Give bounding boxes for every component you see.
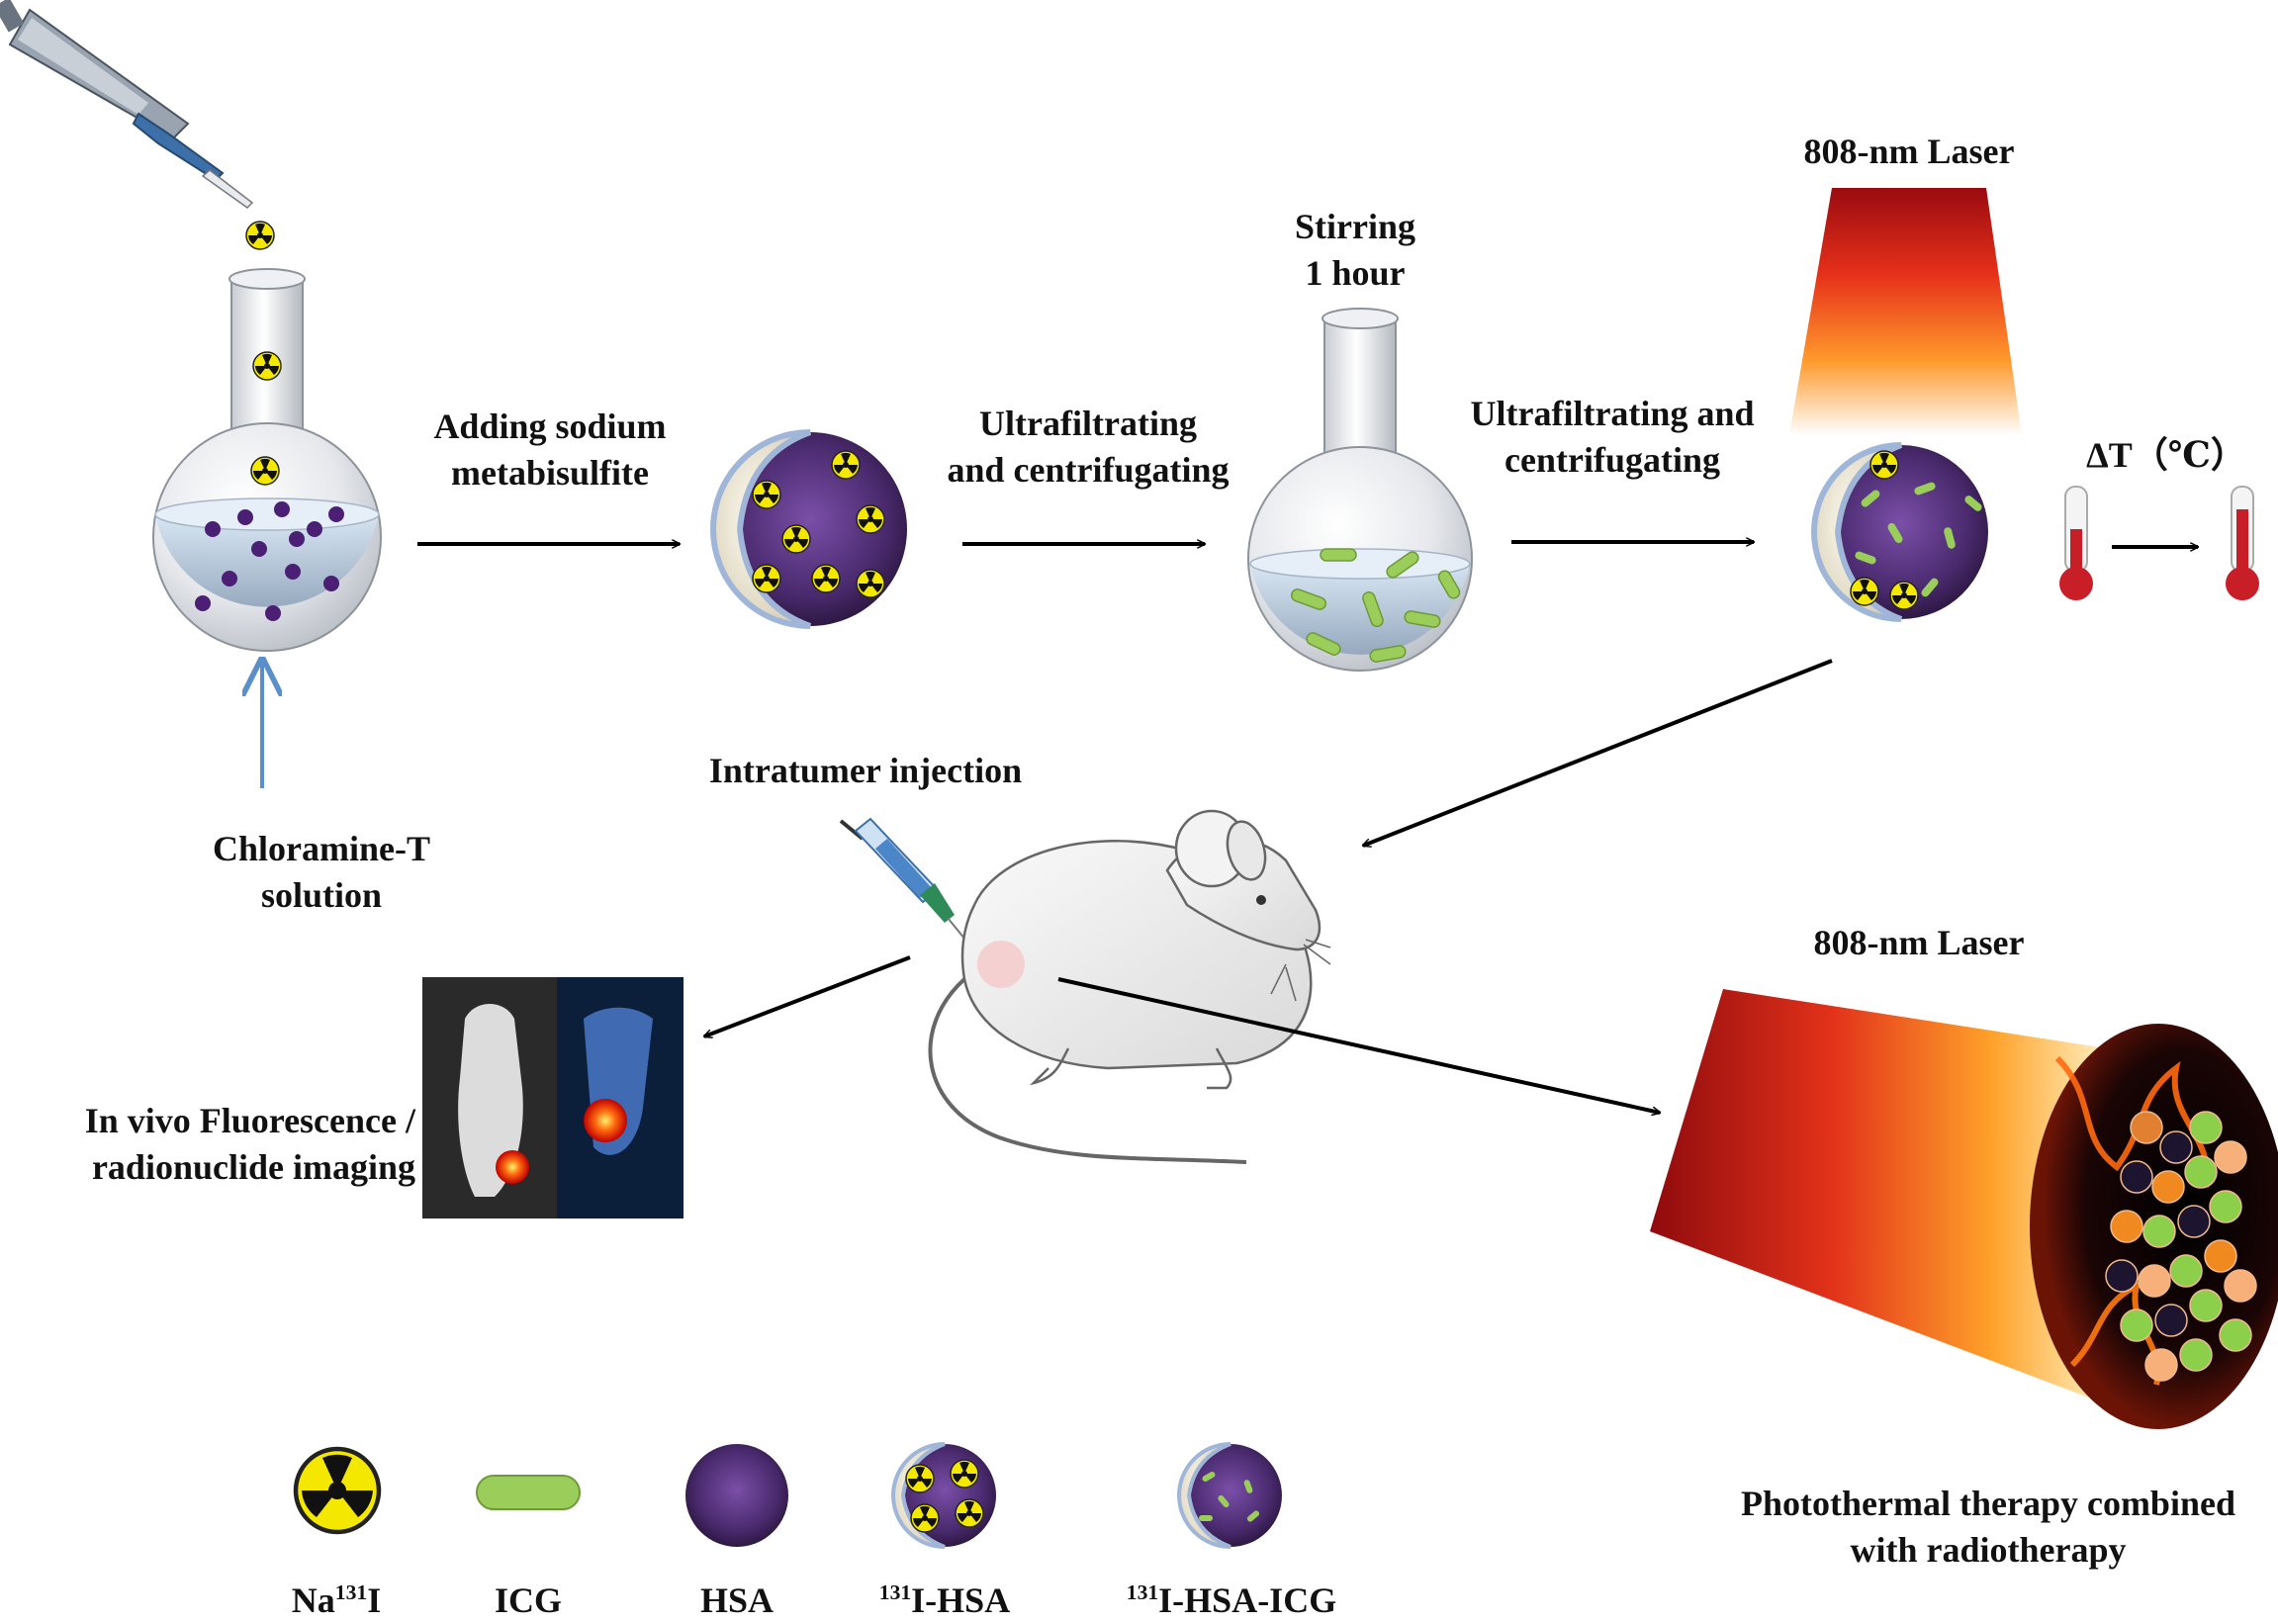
label-chloramine: Chloramine-T solution [173, 826, 470, 919]
legend-i131-hsa-icon [891, 1442, 996, 1549]
legend-label-i131-hsa-icg-sup: 131 [1126, 1580, 1159, 1604]
label-ultrafiltrating-2-line2: centrifugating [1504, 439, 1720, 480]
flask-2-icon [1247, 308, 1473, 672]
legend-hsa-icon [685, 1444, 788, 1547]
legend-label-na131i: Na131I [247, 1578, 425, 1624]
label-ultrafiltrating-1-line1: Ultrafiltrating [979, 404, 1197, 443]
thermometer-cold-icon [2059, 486, 2093, 600]
i131-hsa-icg-sphere-icon [1811, 442, 1988, 622]
legend-label-hsa: HSA [648, 1578, 826, 1624]
legend-label-i131-hsa-icg-suffix: I-HSA-ICG [1158, 1580, 1337, 1620]
legend-label-icg: ICG [439, 1578, 617, 1624]
laser-beam-bottom [1650, 989, 2107, 1404]
arrow-to-therapy [1057, 977, 1660, 1113]
label-ultrafiltrating-2-line1: Ultrafiltrating and [1470, 394, 1755, 433]
imaging-photo [422, 977, 683, 1218]
legend-label-hsa-text: HSA [699, 1580, 775, 1620]
legend-label-na131i-sup: 131 [334, 1580, 368, 1604]
label-ultrafiltrating-2: Ultrafiltrating and centrifugating [1444, 391, 1780, 484]
label-stirring-line2: 1 hour [1305, 252, 1406, 293]
label-delta-t: ΔT（℃） [2086, 435, 2246, 475]
arrow-to-mouse [1363, 659, 1833, 846]
legend-label-i131-hsa-suffix: I-HSA [911, 1580, 1011, 1620]
mouse-icon [928, 809, 1331, 1164]
legend-label-i131-hsa-icg: 131I-HSA-ICG [1098, 1578, 1365, 1624]
thermometer-hot-icon [2226, 486, 2259, 600]
legend-label-i131-hsa-sup: 131 [878, 1580, 912, 1604]
label-adding-sodium: Adding sodium metabisulfite [411, 404, 688, 496]
label-ultrafiltrating-1: Ultrafiltrating and centrifugating [920, 401, 1256, 494]
tumor-tissue-icon [2030, 1024, 2278, 1429]
flask-1-icon [152, 268, 382, 652]
arrow-to-imaging [704, 955, 911, 1037]
legend-i131-hsa-icg-icon [1177, 1442, 1282, 1549]
label-therapy-line2: with radiotherapy [1850, 1529, 2127, 1570]
label-adding-sodium-line2: metabisulfite [451, 452, 649, 493]
radioactive-droplet-icon [245, 221, 275, 250]
label-stirring-line1: Stirring [1295, 207, 1415, 246]
label-injection: Intratumer injection [708, 751, 1023, 790]
legend-radiation-icon [296, 1449, 379, 1532]
legend-label-na131i-suffix: I [367, 1580, 382, 1620]
label-laser-bottom: 808-nm Laser [1813, 923, 2025, 962]
label-chloramine-line2: solution [260, 874, 383, 915]
legend-icg-icon [476, 1475, 581, 1510]
label-imaging-line1: In vivo Fluorescence / [84, 1101, 415, 1140]
label-stirring: Stirring 1 hour [1256, 204, 1454, 297]
legend-label-na131i-prefix: Na [291, 1580, 335, 1620]
laser-beam-top [1789, 188, 2022, 435]
label-laser-top: 808-nm Laser [1803, 132, 2015, 171]
syringe-icon [839, 817, 970, 946]
legend-label-i131-hsa: 131I-HSA [851, 1578, 1039, 1624]
label-therapy: Photothermal therapy combined with radio… [1711, 1481, 2265, 1574]
legend-label-icg-text: ICG [494, 1580, 562, 1620]
label-imaging-line2: radionuclide imaging [91, 1146, 415, 1187]
i131-hsa-sphere-icon [710, 429, 907, 629]
label-ultrafiltrating-1-line2: and centrifugating [947, 449, 1230, 490]
pipette-icon [0, 0, 254, 209]
label-adding-sodium-line1: Adding sodium [433, 406, 667, 446]
label-chloramine-line1: Chloramine-T [213, 829, 430, 868]
label-imaging: In vivo Fluorescence / radionuclide imag… [30, 1098, 415, 1191]
label-therapy-line1: Photothermal therapy combined [1741, 1484, 2235, 1523]
